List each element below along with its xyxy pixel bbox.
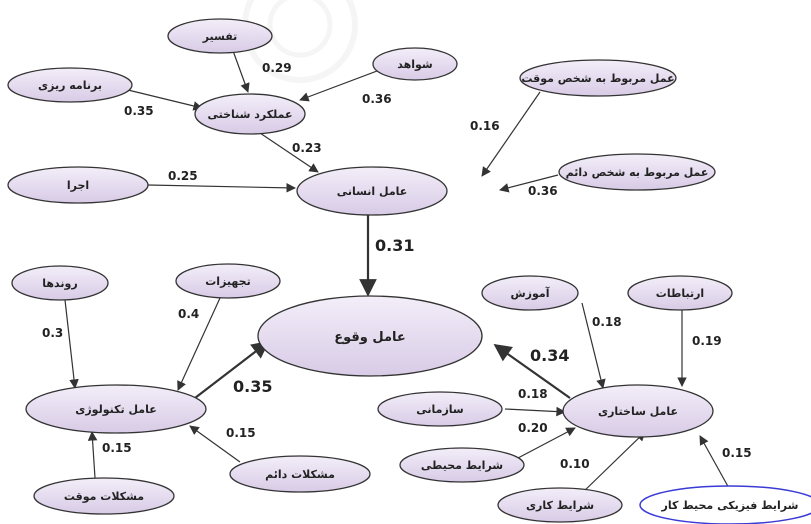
node-kari-shape (497, 487, 623, 523)
coef-ejra-ensani: 0.25 (168, 169, 198, 183)
node-tajhizat: تجهیزات (205, 275, 250, 288)
node-amal-daem-shape (558, 153, 716, 191)
node-vogh-shape (257, 295, 483, 377)
coef-movaghat-ensani: 0.16 (470, 119, 500, 133)
node-mohiti: شرایط محیطی (421, 459, 503, 472)
coef-daem-ensani: 0.36 (528, 184, 558, 198)
node-mohiti-shape (399, 447, 525, 483)
edge-sazmani-sakhtari (504, 406, 566, 417)
node-fiziki-shape (639, 485, 811, 524)
node-ravandha: روندها (42, 277, 77, 290)
coef-ravandha-teknoloji: 0.3 (42, 326, 63, 340)
node-amuzesh: آموزش (511, 286, 550, 300)
node-ejra-shape (7, 166, 149, 204)
node-amal-movaghat-shape (519, 59, 677, 97)
node-tafsir: تفسیر (202, 30, 238, 43)
node-amal-movaghat: عمل مربوط به شخص موقت (521, 72, 674, 85)
node-tafsir-shape (167, 18, 273, 54)
edge-shavahed-amalkard (299, 67, 386, 102)
node-barnamerizi: برنامه ریزی (38, 79, 102, 92)
node-teknoloji-shape (25, 384, 207, 434)
coef-shavahed-amalkard: 0.36 (362, 92, 392, 106)
node-amuzesh-shape (481, 275, 579, 311)
node-sakhtari-shape (562, 384, 714, 438)
coef-mohiti-sakhtari: 0.20 (518, 421, 548, 435)
edge-ravandha-teknoloji (64, 299, 79, 389)
coef-movaghat-teknoloji: 0.15 (102, 441, 132, 455)
node-kari: شرایط کاری (526, 499, 594, 512)
node-ensani: عامل انسانی (337, 185, 408, 198)
node-tajhizat-shape (175, 263, 281, 299)
edge-mohiti-sakhtari (517, 427, 576, 459)
node-ensani-shape (296, 166, 448, 216)
node-moshkelat-daem-shape (229, 455, 371, 493)
edge-teknoloji-vogh (194, 340, 270, 399)
coef-tafsir-amalkard: 0.29 (262, 61, 292, 75)
edge-movaghat-teknoloji (87, 431, 98, 479)
coef-amalkard-ensani: 0.23 (292, 141, 322, 155)
node-ertebatat-shape (627, 275, 733, 311)
coef-ertebatat-sakhtari: 0.19 (692, 334, 722, 348)
coef-kari-sakhtari: 0.10 (560, 457, 590, 471)
edge-amalkard-ensani (259, 132, 319, 173)
coef-sakhtari-vogh: 0.34 (530, 346, 569, 365)
coef-amuzesh-sakhtari: 0.18 (592, 315, 622, 329)
node-amalkard: عملکرد شناختی (207, 108, 292, 121)
node-barnamerizi-shape (7, 67, 133, 103)
edge-movaghat-ensani (481, 91, 541, 177)
node-moshkelat-movaghat-shape (33, 477, 175, 515)
node-sazmani: سازمانی (416, 403, 463, 416)
node-ravandha-shape (11, 265, 109, 301)
node-sazmani-shape (377, 391, 503, 427)
edge-daem-ensani (499, 174, 559, 193)
edge-sakhtari-vogh (493, 343, 571, 399)
node-shavahed: شواهد (397, 58, 432, 71)
node-shavahed-shape (372, 47, 458, 81)
edge-amuzesh-sakhtari (581, 302, 606, 389)
edge-ejra-ensani (147, 183, 296, 193)
edge-barnamerizi-amalkard (127, 89, 203, 111)
coef-barnamerizi-amalkard: 0.35 (124, 104, 154, 118)
coef-sazmani-sakhtari: 0.18 (518, 387, 548, 401)
node-fiziki: شرایط فیزیکی محیط کار (661, 499, 799, 512)
edge-tafsir-amalkard (231, 47, 250, 93)
node-sakhtari: عامل ساختاری (598, 405, 678, 418)
edge-daem-teknoloji (189, 425, 241, 463)
node-moshkelat-movaghat: مشکلات موقت (64, 490, 144, 503)
node-moshkelat-daem: مشکلات دائم (265, 468, 335, 481)
edge-kari-sakhtari (579, 431, 646, 496)
coef-fiziki-sakhtari: 0.15 (722, 446, 752, 460)
node-ertebatat: ارتباطات (656, 287, 704, 300)
node-ejra: اجرا (67, 179, 89, 192)
edge-tajhizat-teknoloji (177, 297, 221, 391)
node-vogh: عامل وقوع (334, 330, 406, 345)
coef-teknoloji-vogh: 0.35 (233, 377, 272, 396)
coef-tajhizat-teknoloji: 0.4 (178, 307, 199, 321)
node-amalkard-shape (194, 93, 306, 135)
node-teknoloji: عامل تکنولوژی (75, 403, 156, 416)
node-amal-daem: عمل مربوط به شخص دائم (566, 166, 709, 179)
edge-fiziki-sakhtari (699, 435, 731, 491)
coef-daem-teknoloji: 0.15 (226, 426, 256, 440)
coef-ensani-vogh: 0.31 (375, 236, 414, 255)
